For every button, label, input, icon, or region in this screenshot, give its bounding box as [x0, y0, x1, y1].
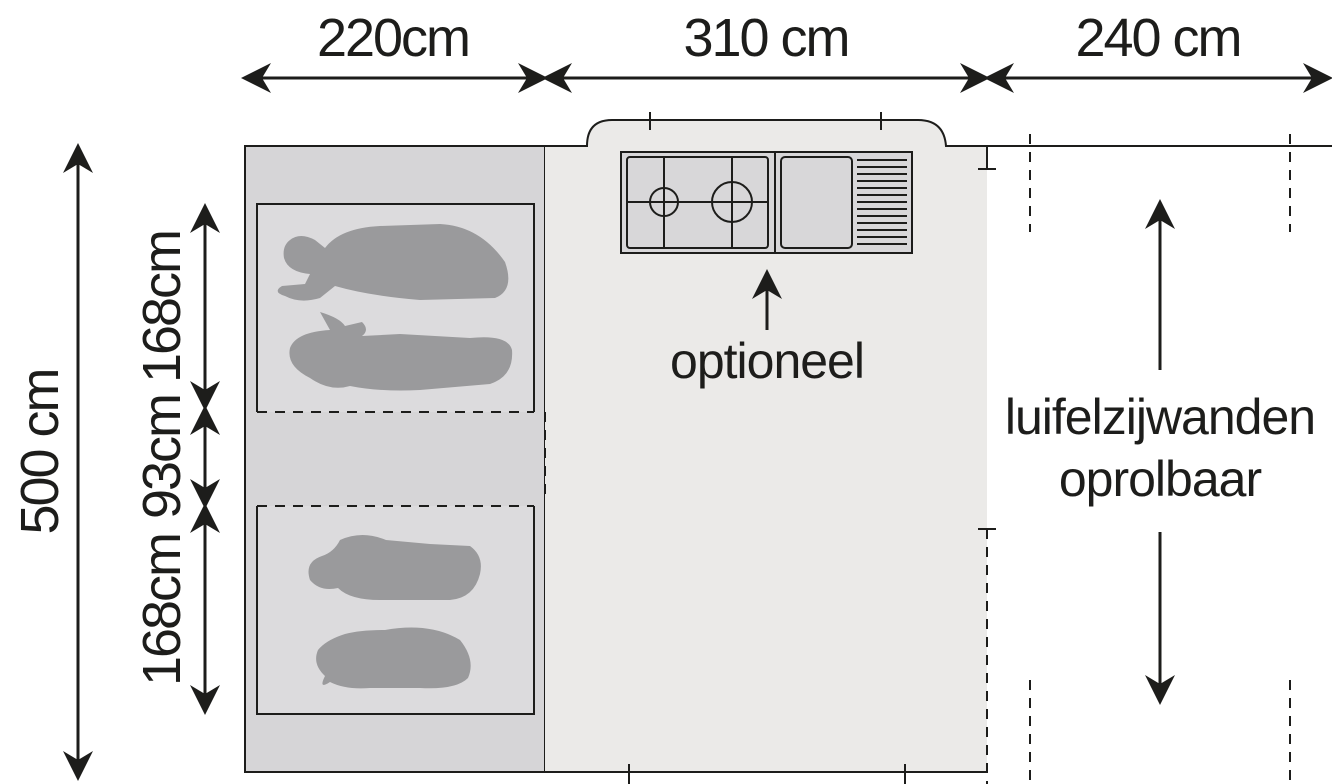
sleeper-icon: [289, 312, 513, 391]
cabin-bottom-outline: [256, 506, 535, 715]
living-area: [545, 120, 987, 772]
sink: [780, 156, 853, 249]
kitchen-unit: [620, 151, 913, 254]
total-depth-label: 500 cm: [10, 369, 70, 534]
living-area-top-outline: [545, 119, 987, 147]
cabin-gap-depth-label: 93cm: [132, 395, 192, 519]
sleeper-icon: [308, 535, 481, 600]
sleeper-icons: [277, 224, 513, 689]
burner-small: [649, 187, 679, 217]
cabin-top-outline: [256, 203, 535, 412]
drainboard: [857, 159, 907, 245]
kitchen-note: optioneel: [670, 333, 864, 389]
sleeper-icon: [316, 627, 471, 689]
bedroom-width-label: 220cm: [317, 8, 469, 68]
awning-note-line1: luifelzijwanden: [1005, 389, 1315, 445]
cabin-top-depth-label: 168cm: [132, 231, 192, 383]
awning-width-label: 240 cm: [1075, 8, 1240, 68]
living-width-label: 310 cm: [683, 8, 848, 68]
burner-large: [711, 181, 753, 223]
cabin-bottom-depth-label: 168cm: [132, 534, 192, 686]
awning-note-line2: oprolbaar: [1059, 451, 1262, 507]
sleeper-icon: [277, 224, 509, 301]
